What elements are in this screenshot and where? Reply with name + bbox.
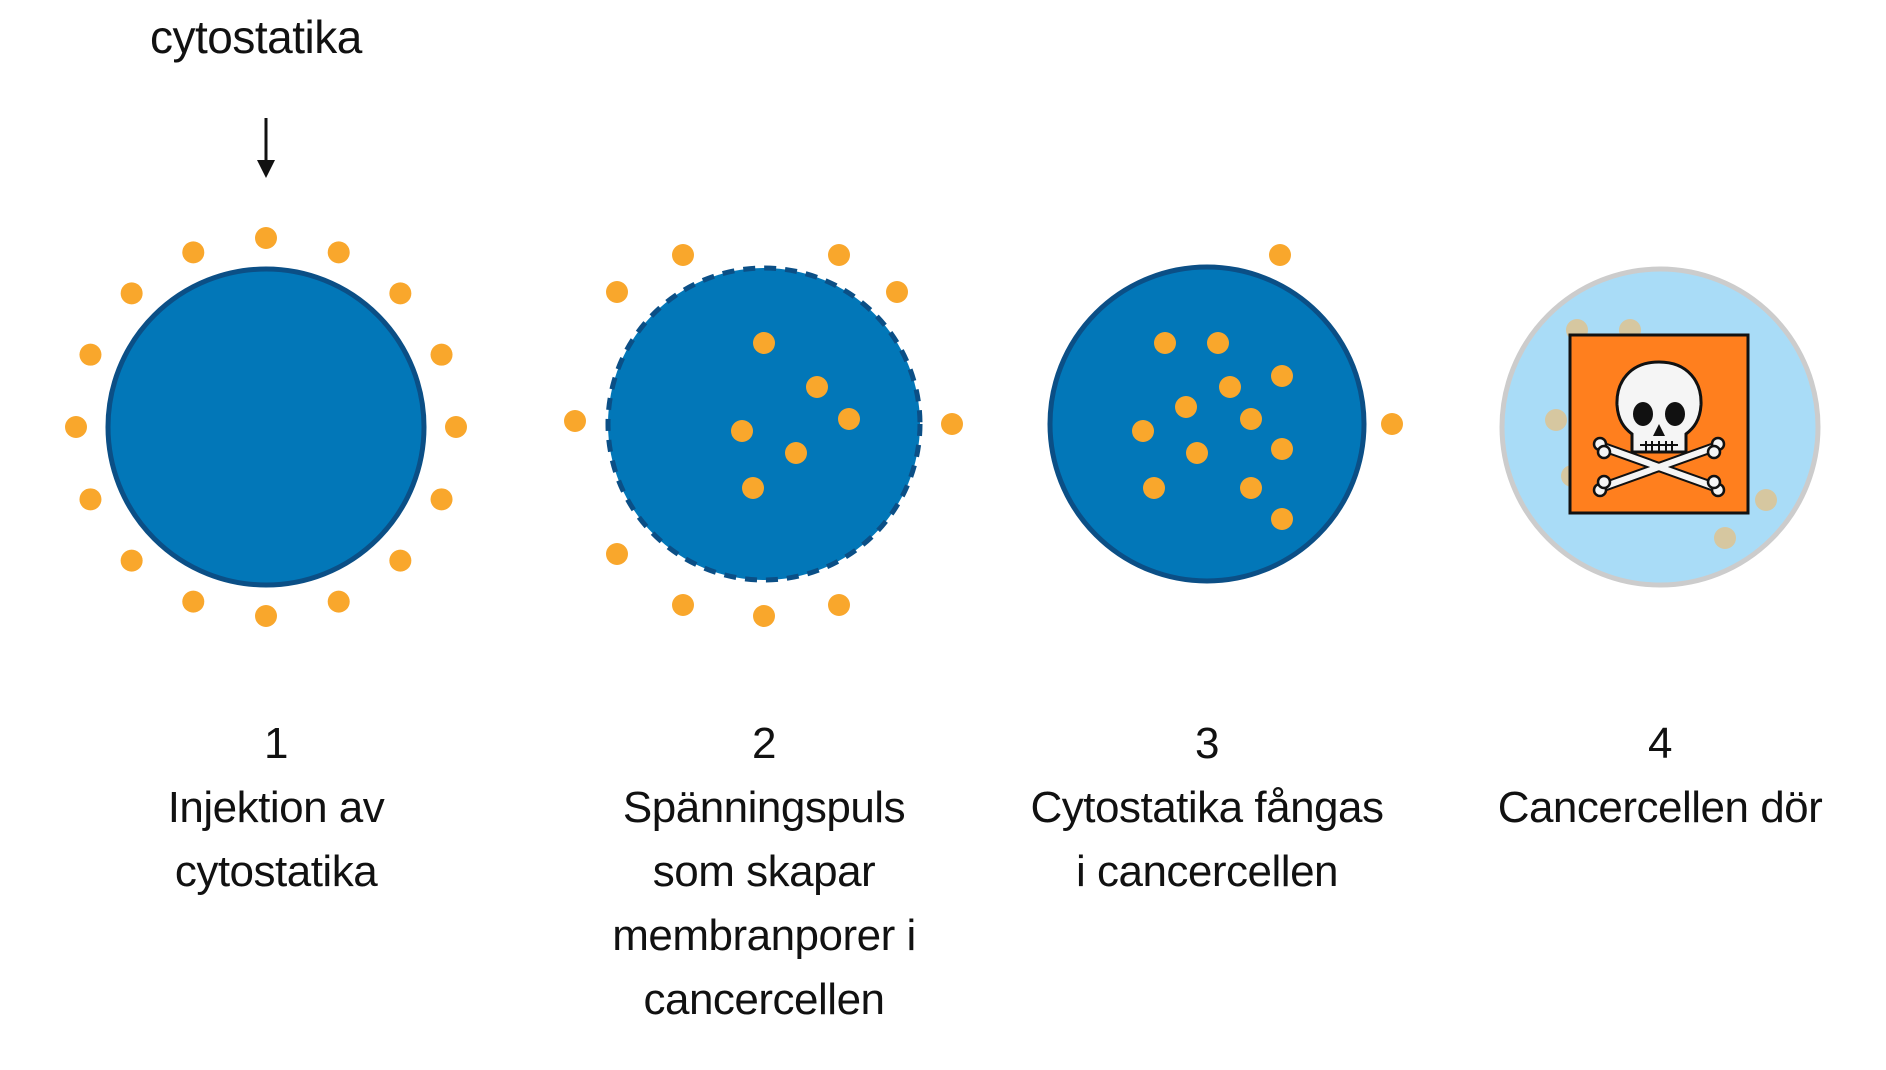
drug-particle	[753, 605, 775, 627]
drug-particle	[1271, 365, 1293, 387]
step-number: 3	[1195, 719, 1219, 768]
drug-particle	[785, 442, 807, 464]
drug-particle	[606, 543, 628, 565]
step-number: 1	[264, 719, 288, 768]
drug-particle	[838, 408, 860, 430]
drug-particle	[1271, 508, 1293, 530]
drug-particle	[828, 594, 850, 616]
drug-particle	[445, 416, 467, 438]
drug-particle	[742, 477, 764, 499]
drug-particle	[120, 549, 143, 572]
drug-particle	[182, 241, 205, 264]
drug-particle	[255, 227, 277, 249]
drug-particles-outside	[65, 227, 467, 627]
drug-particle	[430, 343, 453, 366]
step-1: 1 Injektion av cytostatika	[56, 712, 496, 904]
drug-particle	[672, 244, 694, 266]
drug-particle	[1207, 332, 1229, 354]
drug-particle	[606, 281, 628, 303]
step-number: 4	[1648, 719, 1672, 768]
down-arrow-icon	[257, 118, 275, 178]
step-number: 2	[752, 719, 776, 768]
step-4: 4 Cancercellen dör	[1440, 712, 1880, 840]
drug-particle	[65, 416, 87, 438]
cancer-cell	[105, 266, 427, 588]
drug-particle	[1714, 527, 1736, 549]
drug-particle	[1240, 477, 1262, 499]
drug-particle	[1545, 409, 1567, 431]
drug-particles	[564, 244, 963, 627]
drug-particle	[564, 410, 586, 432]
drug-label: cytostatika	[150, 11, 362, 63]
skull-crossbones-icon	[1568, 333, 1750, 515]
drug-particle	[828, 244, 850, 266]
drug-particles	[1132, 244, 1403, 530]
drug-particle	[1271, 438, 1293, 460]
drug-particle	[389, 282, 412, 305]
step-label: Spänningspuls som skapar membranporer i …	[612, 783, 916, 1024]
drug-particle	[886, 281, 908, 303]
cell-step-3	[1047, 244, 1403, 584]
porous-cancer-cell	[605, 265, 923, 583]
cell-step-1	[65, 227, 467, 627]
drug-particle	[753, 332, 775, 354]
drug-particle	[1143, 477, 1165, 499]
drug-particle	[1154, 332, 1176, 354]
drug-particle	[1240, 408, 1262, 430]
step-3: 3 Cytostatika fångas i cancercellen	[987, 712, 1427, 904]
drug-particle	[1219, 376, 1241, 398]
cell-step-2	[564, 244, 963, 627]
drug-particle	[430, 488, 453, 511]
cancer-cell	[1047, 264, 1367, 584]
step-label: Cytostatika fångas i cancercellen	[1030, 783, 1384, 896]
drug-particle	[672, 594, 694, 616]
drug-particle	[1186, 442, 1208, 464]
drug-particle	[327, 590, 350, 613]
drug-particle	[327, 241, 350, 264]
step-label: Cancercellen dör	[1497, 783, 1823, 832]
drug-particle	[255, 605, 277, 627]
drug-particle	[1132, 420, 1154, 442]
drug-particle	[731, 420, 753, 442]
drug-particle	[1175, 396, 1197, 418]
drug-particle	[79, 343, 102, 366]
drug-particle	[389, 549, 412, 572]
drug-particle	[182, 590, 205, 613]
drug-particle	[1269, 244, 1291, 266]
drug-particle	[1381, 413, 1403, 435]
drug-particle	[806, 376, 828, 398]
cell-step-4	[1499, 266, 1821, 588]
drug-particle	[120, 282, 143, 305]
step-label: Injektion av cytostatika	[167, 783, 385, 896]
step-2: 2 Spänningspuls som skapar membranporer …	[544, 712, 984, 1032]
drug-particle	[79, 488, 102, 511]
drug-particle	[1755, 489, 1777, 511]
drug-particle	[941, 413, 963, 435]
